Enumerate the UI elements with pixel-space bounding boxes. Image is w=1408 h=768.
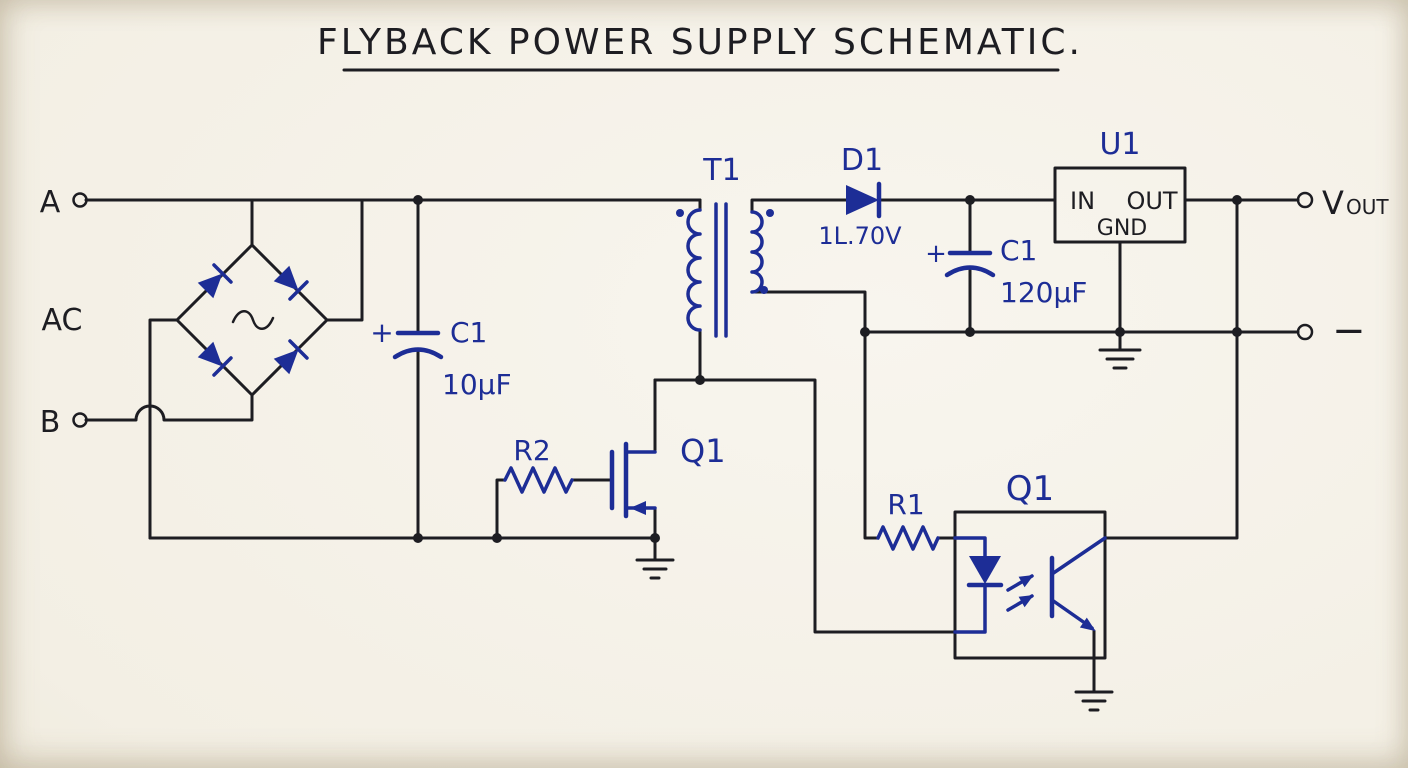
terminal-b-label: B: [40, 405, 61, 440]
light-arrows-icon: [1006, 574, 1034, 612]
regulator-body: [1053, 166, 1187, 244]
output-diode: D1 1L.70V: [818, 143, 902, 250]
feedback-resistor-ref: R1: [887, 488, 924, 521]
output-capacitor-value: 120µF: [1000, 276, 1087, 309]
negative-label: −: [1332, 308, 1366, 354]
regulator-pin-in: IN: [1070, 187, 1095, 215]
bridge-outline: [175, 243, 329, 397]
opto-transistor: [1049, 536, 1107, 632]
switch-mosfet-ref: Q1: [680, 432, 726, 470]
opto-led: [953, 536, 1004, 634]
optocoupler-body: [953, 510, 1107, 660]
bridge-diode-top-left: [197, 263, 233, 299]
resistor-zigzag: [876, 525, 940, 551]
mosfet-source-arrow-icon: [630, 501, 646, 515]
terminal-negative: −: [1296, 308, 1366, 354]
gate-resistor-ref: R2: [513, 434, 550, 467]
switch-mosfet: Q1: [609, 432, 726, 519]
output-diode-ref: D1: [841, 143, 883, 178]
ground-symbol-opto: [1074, 690, 1114, 712]
regulator: U1 IN OUT GND: [1053, 127, 1187, 244]
junction-dots: [413, 195, 1242, 543]
optocoupler-ref: Q1: [1006, 469, 1054, 509]
ac-label: AC: [42, 303, 83, 338]
resistor-zigzag: [503, 466, 574, 494]
primary-phase-dot: [676, 209, 684, 217]
input-capacitor-polarity: +: [370, 316, 393, 349]
output-capacitor-ref: C1: [1000, 234, 1037, 267]
secondary-bottom-dot: [760, 286, 768, 294]
terminal-b: B: [40, 405, 88, 440]
terminal-vout: V OUT: [1296, 184, 1389, 222]
bridge-diode-bottom-left: [197, 341, 233, 377]
secondary-phase-dot: [766, 209, 774, 217]
optocoupler: Q1: [953, 469, 1107, 660]
bridge-diode-bottom-right: [273, 339, 309, 375]
feedback-resistor: R1: [876, 488, 940, 551]
regulator-ref: U1: [1099, 127, 1140, 162]
vout-label-sub: OUT: [1346, 195, 1389, 219]
regulator-pin-gnd: GND: [1097, 216, 1147, 241]
vout-label-main: V: [1322, 184, 1344, 222]
output-capacitor-polarity: +: [925, 239, 947, 269]
terminal-a-label: A: [40, 185, 61, 220]
terminal-a: A: [40, 185, 88, 220]
bridge-rectifier: [175, 243, 329, 397]
transformer-ref: T1: [702, 153, 740, 188]
secondary-winding: [750, 210, 764, 294]
input-capacitor: + C1 10µF: [370, 316, 511, 401]
regulator-pin-out: OUT: [1126, 187, 1177, 215]
input-capacitor-ref: C1: [450, 316, 487, 349]
page-title: FLYBACK POWER SUPPLY SCHEMATIC.: [317, 22, 1083, 63]
primary-winding: [686, 208, 702, 332]
input-capacitor-value: 10µF: [442, 368, 512, 401]
gate-resistor: R2: [503, 434, 574, 494]
bridge-diode-top-right: [273, 265, 309, 301]
transformer: T1: [676, 153, 774, 338]
ground-symbol-primary: [635, 558, 675, 580]
ground-symbol-regulator: [1098, 348, 1142, 370]
ac-sine-icon: [231, 310, 275, 330]
output-diode-value: 1L.70V: [818, 222, 902, 250]
output-capacitor: + C1 120µF: [925, 198, 1087, 334]
